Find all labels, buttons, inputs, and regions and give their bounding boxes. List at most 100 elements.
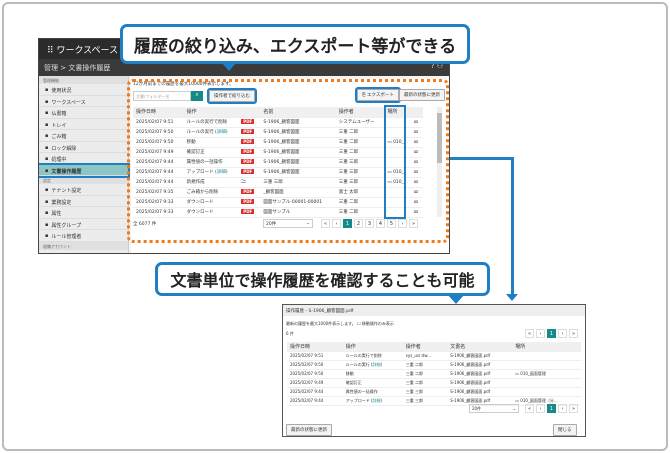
page-size-select[interactable]: 20件⌄: [263, 219, 313, 228]
cell-user: 富士 太郎: [335, 187, 385, 198]
move-only-checkbox[interactable]: ☐ 移動操作のみ表示: [357, 321, 394, 326]
sidebar-item[interactable]: ▪属性: [39, 207, 128, 219]
cell-detail: ꝏ: [410, 157, 423, 168]
cell-doc: S-1906_顧客図面.pdf: [447, 351, 513, 361]
sidebar-item-icon: ▪: [45, 253, 48, 254]
cell-user: 三重 三郎: [402, 396, 448, 406]
detail-link[interactable]: 詳細: [216, 170, 226, 175]
close-button[interactable]: 閉じる: [553, 424, 577, 436]
sidebar-item[interactable]: ▪ワークスペース: [39, 96, 128, 107]
footprint-icon[interactable]: ꝏ: [413, 189, 419, 195]
dialog-page-size-select[interactable]: 20件⌄: [469, 404, 519, 413]
page-button[interactable]: 5: [387, 219, 396, 228]
scrollbar[interactable]: [437, 107, 442, 217]
cell-user: 三重 二郎: [335, 197, 385, 208]
sidebar-item[interactable]: ▪文書操作履歴: [39, 162, 130, 178]
search-input[interactable]: 文書/フォルダー名: [133, 91, 191, 101]
cell-detail: ꝏ: [410, 137, 423, 148]
filter-by-user-button[interactable]: 操作者で絞り込む: [207, 88, 257, 104]
search-icon[interactable]: ⌕: [191, 91, 203, 101]
sidebar-item[interactable]: ▪処理中: [39, 153, 128, 165]
page-button[interactable]: 1: [547, 404, 556, 413]
sidebar-item[interactable]: ▪仏書箱: [39, 107, 128, 119]
cell-date: 2025/02/07 9:49: [287, 378, 343, 388]
column-header: [410, 107, 423, 118]
sidebar-item[interactable]: ▪ごみ箱: [39, 130, 128, 142]
pager-prev-icon[interactable]: ‹: [332, 219, 341, 228]
footprint-icon[interactable]: ꝏ: [413, 119, 419, 125]
page-button[interactable]: 4: [376, 219, 385, 228]
total-count: 全 6077 件: [133, 222, 157, 227]
cell-date: 2025/02/07 9:50: [287, 360, 343, 370]
pager-next-icon[interactable]: »: [569, 329, 578, 338]
sidebar-item[interactable]: ▪ルール管理者: [39, 230, 128, 242]
page-button[interactable]: 3: [365, 219, 374, 228]
cell-operation: ダウンロード: [183, 197, 239, 208]
sidebar-item[interactable]: ▪テナント設定: [39, 184, 128, 196]
pager-prev-icon[interactable]: «: [525, 329, 534, 338]
sidebar-item-label: ごみ箱: [51, 134, 67, 140]
pager-next-icon[interactable]: »: [569, 404, 578, 413]
highlight-region: [127, 79, 449, 243]
sidebar-item-label: ロック解除: [51, 145, 77, 152]
pager-prev-icon[interactable]: «: [525, 404, 534, 413]
detail-link[interactable]: 詳細: [216, 130, 226, 135]
sidebar-item[interactable]: ▪トレイ: [39, 119, 128, 130]
footprint-icon[interactable]: ꝏ: [413, 199, 419, 205]
footprint-icon[interactable]: ꝏ: [413, 129, 419, 135]
footprint-icon[interactable]: ꝏ: [413, 159, 419, 165]
pager-prev-icon[interactable]: «: [321, 219, 330, 228]
cell-user: 三重 二郎: [335, 127, 385, 138]
sidebar-item[interactable]: ▪ロック解除: [39, 142, 128, 153]
pager-next-icon[interactable]: ›: [558, 329, 567, 338]
arrow-down-icon: [506, 294, 518, 301]
pager-prev-icon[interactable]: ‹: [536, 329, 545, 338]
cell-date: 2025/02/07 9:49: [133, 147, 184, 158]
apps-icon[interactable]: ⠿: [47, 46, 57, 56]
footprint-icon[interactable]: ꝏ: [413, 139, 419, 145]
sidebar-item[interactable]: ▪属性グループ: [39, 219, 128, 230]
pdf-icon: PDF: [241, 209, 255, 214]
footprint-icon[interactable]: ꝏ: [413, 169, 419, 175]
dialog-refresh-button[interactable]: 最新の状態に更新: [286, 424, 332, 436]
detail-link[interactable]: 詳細: [372, 397, 381, 403]
pager-next-icon[interactable]: »: [409, 219, 418, 228]
page-button[interactable]: 1: [547, 329, 556, 338]
cell-operation: 移動: [342, 369, 403, 379]
footprint-icon[interactable]: ꝏ: [413, 209, 419, 215]
export-button[interactable]: ⎘ エクスポート: [355, 87, 401, 103]
sidebar-group-label: 組織アカウント: [39, 241, 128, 250]
page-button[interactable]: 1: [343, 219, 352, 228]
footprint-icon[interactable]: ꝏ: [413, 149, 419, 155]
sidebar-item[interactable]: ▪業務設定: [39, 196, 128, 207]
pager-next-icon[interactable]: ›: [398, 219, 407, 228]
help-user-icons[interactable]: ? ⚇: [430, 62, 443, 70]
refresh-button[interactable]: 最新の状態に更新: [399, 89, 445, 101]
sidebar-item[interactable]: ▪使用状況: [39, 84, 128, 96]
pager-next-icon[interactable]: ›: [558, 404, 567, 413]
detail-link[interactable]: 詳細: [372, 361, 381, 367]
sidebar-item-label: 属性: [51, 211, 62, 217]
pager-prev-icon[interactable]: ‹: [536, 404, 545, 413]
cell-operation: 属性値の一括操作: [183, 157, 239, 168]
page-button[interactable]: 2: [354, 219, 363, 228]
sidebar-item[interactable]: ▪組織アカウント: [39, 250, 128, 254]
footprint-icon[interactable]: ꝏ: [413, 179, 419, 185]
